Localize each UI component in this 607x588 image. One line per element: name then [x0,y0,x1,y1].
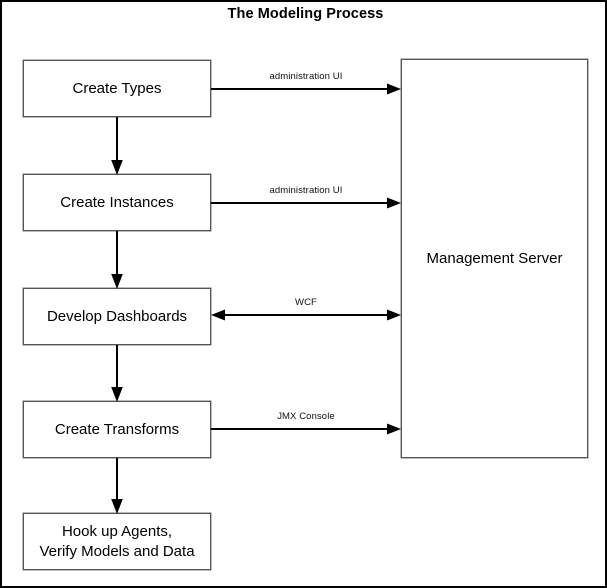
process-box-label: Create Types [72,79,162,97]
flow-arrow-transforms-to-agents [111,458,123,514]
process-box-label: Create Instances [60,193,174,211]
connector-create-types-to-server [211,83,401,95]
process-box-create-instances[interactable]: Create Instances [23,174,211,231]
flow-arrow-dashboards-to-transforms [111,345,123,402]
connector-label-administration-ui-2: administration UI [269,185,343,196]
connector-label-administration-ui-1: administration UI [269,71,343,82]
process-box-label: Develop Dashboards [46,307,188,325]
page-title: The Modeling Process [227,6,384,22]
connector-develop-dashboards-to-server [211,309,401,321]
flow-arrow-types-to-instances [111,117,123,175]
process-box-develop-dashboards[interactable]: Develop Dashboards [23,288,211,345]
management-server-box[interactable]: Management Server [401,59,588,458]
process-box-hook-up-agents[interactable]: Hook up Agents, Verify Models and Data [23,513,211,570]
connector-create-transforms-to-server [211,423,401,435]
management-server-label: Management Server [426,250,563,267]
flow-arrow-instances-to-dashboards [111,231,123,289]
process-box-label: Hook up Agents, Verify Models and Data [39,523,195,560]
connector-label-wcf: WCF [295,297,317,308]
process-box-create-types[interactable]: Create Types [23,60,211,117]
connector-create-instances-to-server [211,197,401,209]
process-box-create-transforms[interactable]: Create Transforms [23,401,211,458]
connector-label-jmx-console: JMX Console [277,411,335,422]
process-box-label: Create Transforms [54,420,180,438]
